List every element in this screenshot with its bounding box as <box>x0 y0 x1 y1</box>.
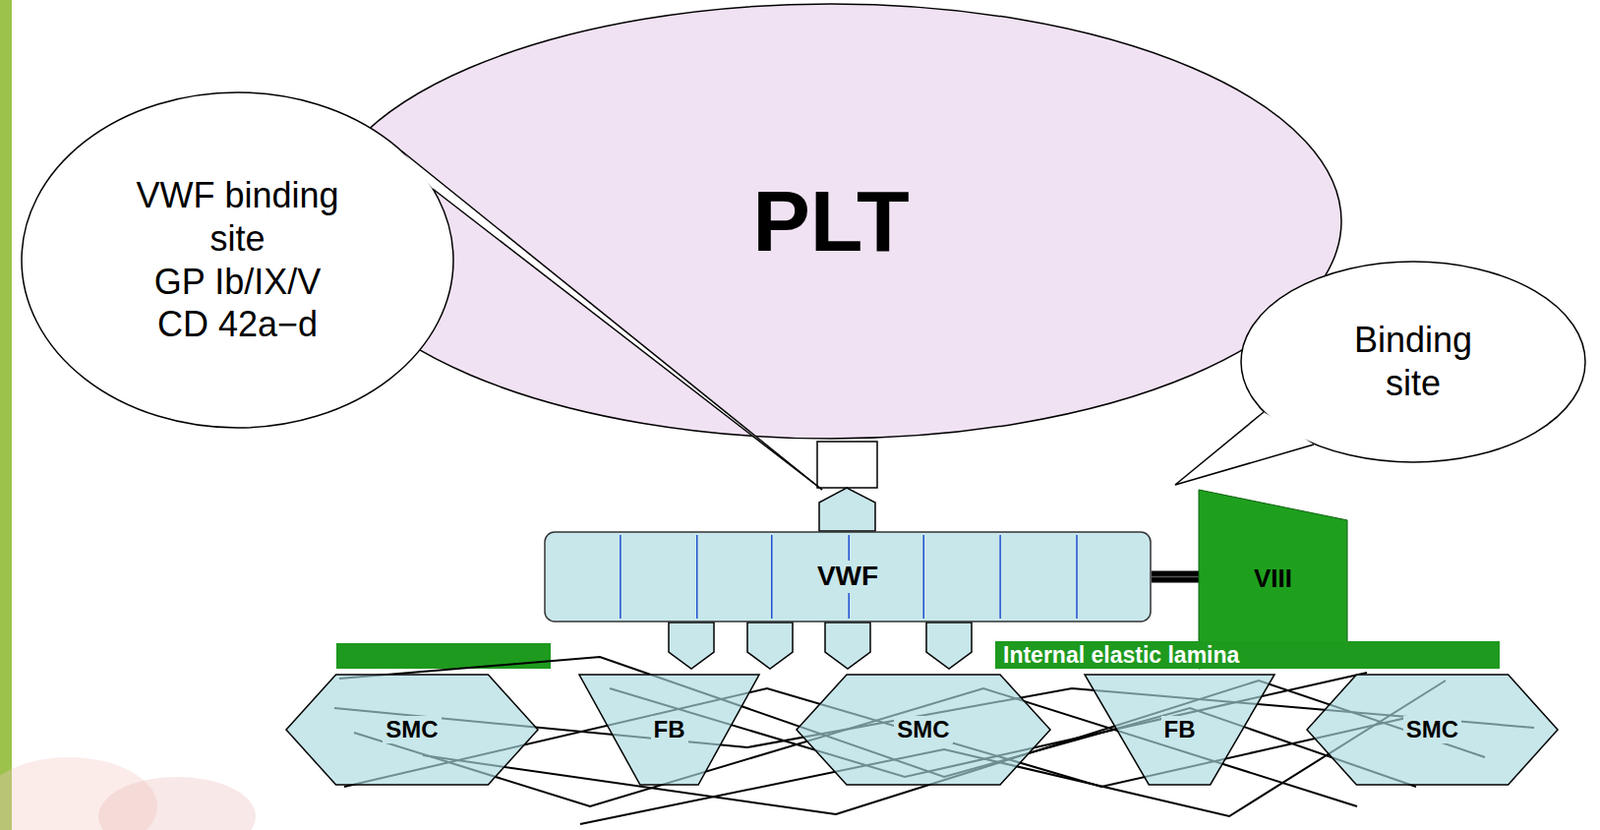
domain-divider <box>619 534 622 619</box>
node-content: PLT <box>319 2 1343 440</box>
cell-label: SMC <box>382 715 441 744</box>
callout-text: Binding site <box>1339 318 1487 406</box>
domain-divider <box>1075 534 1078 619</box>
callout-bubble-outline <box>20 91 455 429</box>
callout-bubble: VWF binding siteGP Ib/IX/V CD 42a−d <box>20 91 455 429</box>
domain-divider <box>696 534 699 619</box>
elastic-lamina-segment <box>336 643 551 669</box>
domain-divider <box>770 534 773 619</box>
cell-label: SMC <box>1403 715 1462 744</box>
factor-label: VIII <box>1253 564 1293 594</box>
node-content: VWF binding siteGP Ib/IX/V CD 42a−d <box>20 91 455 429</box>
fibroblast: FB <box>1083 673 1276 786</box>
cell-label: FB <box>651 715 689 744</box>
outline <box>579 674 760 785</box>
callout-tail <box>1175 412 1264 485</box>
outline <box>286 674 538 785</box>
outline <box>21 92 454 428</box>
smooth-muscle-cell: SMC <box>1305 673 1559 786</box>
binding-domain <box>747 622 793 669</box>
outline <box>320 3 1342 439</box>
fibroblast: FB <box>578 673 761 786</box>
outline <box>796 674 1051 785</box>
platelet-ellipse: PLT <box>319 2 1343 440</box>
outline <box>1084 674 1275 785</box>
binding-domain <box>926 622 972 669</box>
cell-label: FB <box>1161 715 1199 744</box>
outline <box>1241 261 1586 463</box>
callout-bubble-outline <box>1240 260 1587 464</box>
receptor-socket <box>817 441 878 488</box>
side-strip <box>0 0 12 830</box>
node-content: SMC <box>1305 673 1559 786</box>
domain-divider <box>923 534 926 619</box>
node-content: Binding site <box>1240 260 1587 464</box>
node-content: SMC <box>285 673 539 786</box>
vwf-molecule: VWF <box>543 531 1152 623</box>
callout-text: VWF binding site <box>128 174 348 261</box>
collagen-binding-domains <box>668 622 972 669</box>
node-content: SMC <box>795 673 1052 786</box>
binding-domain <box>825 622 871 669</box>
callout-text: GP Ib/IX/V CD 42a−d <box>128 260 348 348</box>
binding-domain <box>819 487 876 532</box>
node-content: Internal elastic lamina <box>995 641 1500 669</box>
node-content: FB <box>578 673 761 786</box>
connector <box>1151 576 1199 578</box>
outline <box>544 532 1151 622</box>
binding-domain <box>668 622 714 669</box>
watermark-blob <box>98 776 256 830</box>
connector-core <box>1151 576 1199 579</box>
elastic-lamina-band: Internal elastic lamina <box>995 641 1500 669</box>
smooth-muscle-cell: SMC <box>285 673 539 786</box>
outline <box>1306 674 1558 785</box>
band-label: Internal elastic lamina <box>1003 642 1240 668</box>
outline <box>995 641 1500 669</box>
domain-divider <box>999 534 1002 619</box>
connector-line <box>1151 571 1199 584</box>
node-content: FB <box>1083 673 1276 786</box>
callout-tail <box>1175 444 1314 485</box>
smooth-muscle-cell: SMC <box>795 673 1052 786</box>
callout-bubble: Binding site <box>1240 260 1587 464</box>
platelet-label: PLT <box>752 171 910 271</box>
vwf-label: VWF <box>814 560 882 593</box>
cell-label: SMC <box>893 715 952 744</box>
node-content: VWF <box>543 531 1152 623</box>
